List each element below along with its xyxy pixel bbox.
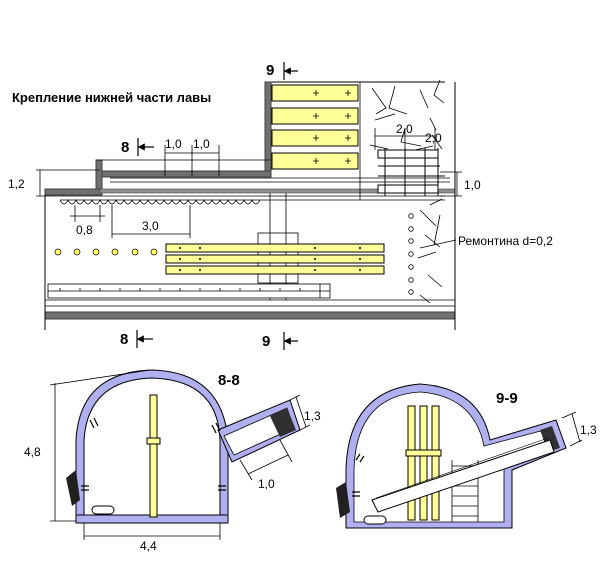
dim-3-0: 3,0 [142, 219, 159, 233]
dim-upper-right [374, 128, 436, 150]
timber-boards-lower [165, 243, 385, 275]
section-marker-8-top: 8 [121, 138, 154, 156]
section-marker-9-top: 9 [266, 62, 298, 80]
dim-1-0-88: 1,0 [258, 477, 275, 491]
plan-view: Крепление нижней части лавы 9 [8, 62, 553, 350]
section-8-top-label: 8 [121, 139, 129, 156]
section-8-bottom-label: 8 [120, 331, 128, 348]
dim-4-8: 4,8 [24, 445, 41, 459]
dim-1-0-b: 1,0 [193, 137, 210, 151]
section-marker-8-bottom: 8 [120, 330, 153, 348]
dim-1-3-99: 1,3 [580, 423, 597, 437]
prop-9-9-c [431, 405, 440, 521]
annotation-repair: Ремонтина d=0,2 [458, 234, 553, 248]
section-8-8: 8-8 4,8 [24, 369, 321, 553]
conveyor-lower [47, 283, 331, 299]
dim-lower-spacing [70, 205, 191, 238]
section-marker-9-bottom: 9 [262, 332, 298, 350]
rock-zone-upper [359, 79, 445, 200]
roadway-wall [44, 81, 456, 196]
prop-8-8 [149, 394, 158, 518]
section-9-bottom-label: 9 [262, 333, 270, 350]
dim-1-0-a: 1,0 [165, 137, 182, 151]
floor-wall [44, 299, 456, 320]
yellow-dots-row [54, 248, 158, 256]
dim-top-spacing [164, 145, 220, 176]
repair-posts-column [408, 213, 414, 295]
dim-1-3-88: 1,3 [304, 409, 321, 423]
section-9-9: 9-9 [336, 383, 597, 529]
dim-right-height [440, 171, 462, 197]
inclined-conveyor [371, 439, 555, 513]
roof-bars-right [377, 148, 445, 196]
dim-4-4: 4,4 [140, 539, 157, 553]
dim-0-8: 0,8 [76, 223, 93, 237]
arch-props-row [59, 199, 261, 205]
rock-pillar-9-9 [540, 426, 560, 452]
view-9-9-label: 9-9 [496, 390, 518, 407]
drawing-title: Крепление нижней части лавы [12, 90, 211, 105]
prop-9-9-a [407, 405, 416, 521]
prop-9-9-b [419, 405, 428, 521]
dim-left-height [36, 169, 100, 197]
rock-pillar-8-8 [270, 408, 296, 437]
section-9-top-label: 9 [266, 62, 274, 79]
timber-cribs [271, 84, 359, 170]
view-8-8-label: 8-8 [218, 372, 240, 389]
dim-2-0-a: 2,0 [396, 122, 413, 136]
rock-zone-lower [417, 198, 443, 304]
dim-1-0-right: 1,0 [464, 178, 481, 192]
dim-1-2: 1,2 [8, 177, 25, 191]
dim-2-0-b: 2,0 [425, 131, 442, 145]
